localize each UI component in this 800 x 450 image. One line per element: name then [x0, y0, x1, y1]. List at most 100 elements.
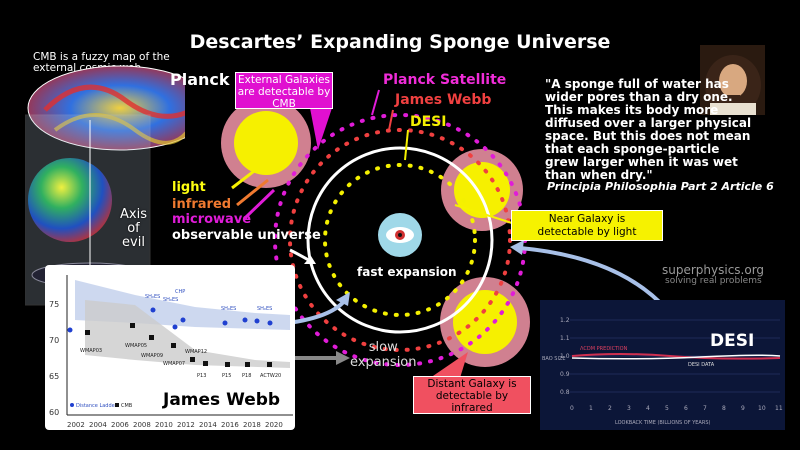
- descartes-quote: "A sponge full of water has wider pores …: [545, 77, 752, 182]
- webb-blue-points: [67, 307, 273, 333]
- webb-black-label-6: P13: [197, 373, 206, 379]
- webb-black-label-9: ACTW20: [260, 373, 281, 379]
- webb-blue-labels: SH₀ES SH₀ES CHP SH₀ES SH₀ES: [145, 289, 272, 312]
- desi-x-tick-8: 8: [722, 405, 726, 412]
- axis-of-evil-label: Axis of evil: [120, 208, 147, 250]
- legend-infrared: infrared: [172, 197, 232, 212]
- desi-data-label: DESI DATA: [688, 362, 715, 368]
- desi-x-tick-9: 9: [741, 405, 745, 412]
- slow-expansion-line-2: expansion: [350, 355, 417, 370]
- webb-x-tick-2016: 2016: [221, 421, 239, 429]
- desi-x-tick-7: 7: [703, 405, 707, 412]
- slow-expansion-label: slow expansion: [350, 340, 417, 370]
- page-title: Descartes’ Expanding Sponge Universe: [189, 31, 611, 53]
- webb-x-tick-2014: 2014: [199, 421, 217, 429]
- webb-h0-chart: 75 70 65 60 2002 2004 2006 2008 2010 201…: [49, 275, 293, 429]
- descartes-portrait: [700, 45, 765, 115]
- planck-label: Planck: [170, 70, 230, 89]
- webb-x-tick-2004: 2004: [89, 421, 107, 429]
- webb-black-label-2: WMAP05: [125, 343, 147, 349]
- webb-y-tick-75: 75: [49, 300, 59, 309]
- desi-y-ticks: 1.2 1.1 1.0 0.9 0.8: [560, 317, 570, 396]
- near-galaxy-callout: Near Galaxy is detectable by light: [511, 210, 663, 241]
- webb-black-label-1: WMAP03: [80, 348, 102, 354]
- planck-satellite-label: Planck Satellite: [383, 72, 507, 88]
- webb-x-ticks: 2002 2004 2006 2008 2010 2012 2014 2016 …: [67, 421, 283, 429]
- cmb-sky-map: [27, 65, 185, 151]
- desi-y-tick-1.1: 1.1: [560, 335, 570, 342]
- near-callout-line-1: Near Galaxy is: [548, 213, 626, 225]
- webb-blue-label-2: SH₀ES: [163, 297, 178, 303]
- slow-expansion-line-1: slow: [368, 340, 398, 355]
- webb-black-label-7: P15: [222, 373, 231, 379]
- webb-y-tick-70: 70: [49, 336, 59, 345]
- near-callout-line-2: detectable by light: [537, 226, 637, 238]
- webb-black-labels: WMAP03 WMAP05 WMAP09 WMAP07 WMAP12 P13 P…: [80, 343, 281, 379]
- light-horizon: [323, 163, 477, 317]
- desi-x-tick-1: 1: [589, 405, 593, 412]
- legend-microwave: microwave: [172, 212, 252, 227]
- distant-callout-line-2: detectable by: [435, 390, 509, 402]
- desi-chart: DESI BAO SIZE 1.2 1.1 1.0 0.9 0.8 0 1 2 …: [540, 300, 785, 430]
- observable-universe-circle: [306, 146, 494, 334]
- james-webb-label: James Webb: [395, 92, 492, 108]
- webb-blue-label-4: SH₀ES: [221, 306, 236, 312]
- external-callout-line-3: CMB: [272, 98, 296, 110]
- desi-label: DESI: [410, 114, 447, 130]
- axis-of-evil-line-2: of: [127, 221, 140, 236]
- brand-tagline: solving real problems: [665, 276, 762, 286]
- desi-y-tick-0.9: 0.9: [560, 371, 570, 378]
- desi-x-label: LOOKBACK TIME (BILLIONS OF YEARS): [615, 420, 710, 426]
- desi-x-tick-0: 0: [570, 405, 574, 412]
- desi-panel: DESI BAO SIZE 1.2 1.1 1.0 0.9 0.8 0 1 2 …: [540, 300, 785, 430]
- webb-legend-ladder: Distance Ladder: [76, 403, 118, 409]
- fast-expansion-label: fast expansion: [357, 265, 457, 279]
- external-galaxy-inner: [234, 111, 298, 175]
- distant-galaxy-inner: [453, 290, 517, 354]
- desi-y-label: BAO SIZE: [542, 356, 566, 362]
- cmb-caption-line-2: external cosmic web: [33, 62, 142, 74]
- desi-x-tick-2: 2: [608, 405, 612, 412]
- brand-name: superphysics.org: [662, 263, 765, 277]
- infrared-horizon: [288, 128, 512, 352]
- desi-x-tick-5: 5: [665, 405, 669, 412]
- desi-y-tick-1.2: 1.2: [560, 317, 570, 324]
- webb-x-tick-2010: 2010: [155, 421, 173, 429]
- desi-x-ticks: 0 1 2 3 4 5 6 7 8 9 10 11: [570, 405, 783, 412]
- webb-x-tick-2012: 2012: [177, 421, 195, 429]
- desi-y-tick-1.0: 1.0: [560, 353, 570, 360]
- cmb-caption-line-1: CMB is a fuzzy map of the: [33, 51, 170, 63]
- distant-galaxy-callout: Distant Galaxy is detectable by infrared: [413, 376, 531, 414]
- webb-blue-label-3: CHP: [175, 289, 185, 295]
- webb-blue-label-1: SH₀ES: [145, 294, 160, 300]
- legend-observable-universe: observable universe: [172, 228, 321, 243]
- webb-x-tick-2020: 2020: [265, 421, 283, 429]
- distant-callout-line-1: Distant Galaxy is: [427, 378, 517, 390]
- lcdm-prediction-line: [571, 353, 781, 360]
- desi-x-tick-4: 4: [646, 405, 650, 412]
- webb-black-points: [85, 323, 272, 367]
- cmb-caption: CMB is a fuzzy map of the external cosmi…: [33, 52, 170, 74]
- axis-of-evil-line-1: Axis: [120, 207, 147, 222]
- external-callout-line-1: External Galaxies: [238, 74, 330, 86]
- external-galaxies-callout: External Galaxies are detectable by CMB: [235, 72, 333, 110]
- webb-x-tick-2008: 2008: [133, 421, 151, 429]
- cmb-sphere: [28, 158, 112, 242]
- external-callout-line-2: are detectable by: [237, 86, 331, 98]
- webb-x-tick-2018: 2018: [243, 421, 261, 429]
- webb-blue-label-5: SH₀ES: [257, 306, 272, 312]
- desi-x-tick-3: 3: [627, 405, 631, 412]
- webb-black-label-5: WMAP12: [185, 349, 207, 355]
- webb-panel-title: James Webb: [162, 390, 280, 410]
- desi-x-tick-6: 6: [684, 405, 688, 412]
- webb-black-label-8: P18: [242, 373, 251, 379]
- webb-y-tick-60: 60: [49, 408, 59, 417]
- desi-y-tick-0.8: 0.8: [560, 389, 570, 396]
- webb-legend-cmb: CMB: [121, 403, 133, 409]
- desi-x-tick-10: 10: [758, 405, 766, 412]
- webb-black-label-3: WMAP09: [141, 353, 163, 359]
- quote-source: Principia Philosophia Part 2 Article 6: [547, 180, 774, 193]
- desi-x-tick-11: 11: [775, 405, 783, 412]
- axis-of-evil-line-3: evil: [122, 235, 145, 250]
